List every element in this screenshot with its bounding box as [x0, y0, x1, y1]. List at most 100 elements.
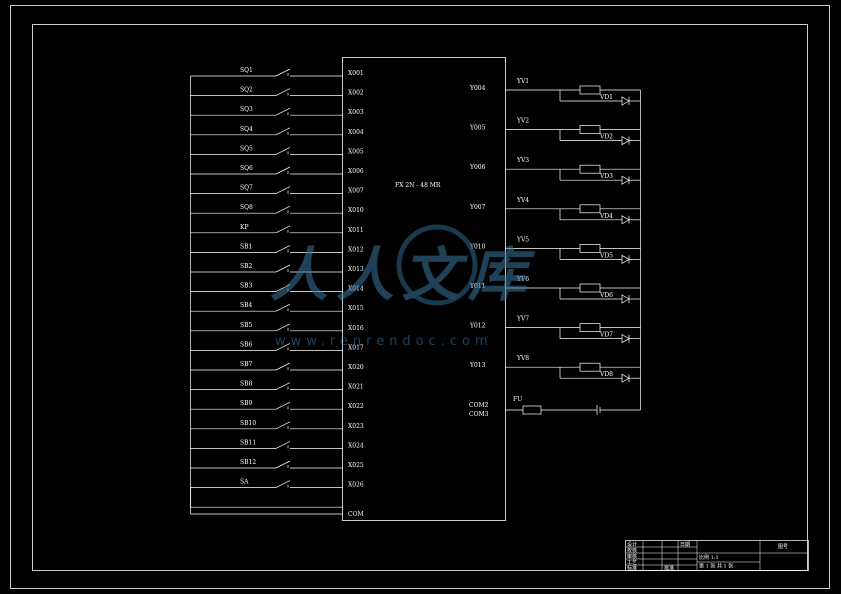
valve-coil: [579, 362, 601, 372]
plc-input-label: X007: [348, 188, 364, 195]
valve-coil: [579, 125, 601, 134]
input-row: SB7 X020: [190, 361, 364, 371]
switch-label: SQ8: [240, 204, 253, 211]
plc-input-label: X021: [348, 384, 364, 391]
diode-label: VD7: [599, 332, 613, 339]
plc-input-label: X025: [348, 462, 364, 469]
switch-blade: [275, 245, 291, 253]
plc-input-label: X020: [348, 364, 364, 371]
switch-blade: [275, 323, 291, 332]
input-row: SQ6 X006: [190, 165, 364, 175]
outer-border: [10, 5, 830, 589]
watermark-ring: [396, 224, 478, 306]
diode-symbol: [621, 96, 630, 106]
plc-input-label: X014: [348, 286, 364, 293]
plc-input-label: X004: [348, 129, 364, 136]
input-row: SQ2 X002: [190, 87, 364, 97]
valve-label: YV5: [516, 236, 529, 243]
switch-label: SB5: [240, 322, 253, 329]
diode-symbol: [621, 175, 630, 185]
plc-output-label: Y005: [469, 125, 486, 132]
diode-label: VD1: [599, 94, 613, 101]
tb-row-5: 标准: [627, 565, 637, 572]
fuse-label: FU: [513, 396, 522, 403]
switch-label: SQ5: [240, 145, 253, 152]
valve-label: YV7: [516, 316, 529, 323]
valve-label: YV3: [516, 157, 529, 164]
switch-label: SQ1: [240, 67, 253, 74]
title-block: 设计 校核 审核 工艺 标准 日期 批准 比例 1:1 第 1 张 共 1 张 …: [625, 540, 809, 572]
plc-input-label: X023: [348, 423, 364, 430]
valve-label: YV2: [516, 118, 529, 125]
plc-input-label: X002: [348, 90, 364, 97]
switch-blade: [275, 147, 291, 155]
switch-label: KP: [240, 224, 249, 231]
switch-label: SB7: [240, 361, 253, 368]
valve-coil: [579, 323, 601, 332]
plc-input-label: X005: [348, 148, 364, 155]
watermark-url: www.renrendoc.com: [275, 334, 493, 349]
switch-label: SQ3: [240, 106, 253, 113]
plc-input-label: X010: [348, 207, 364, 214]
diode-symbol: [621, 294, 630, 304]
plc-input-label: X026: [348, 482, 364, 489]
switch-blade: [275, 362, 291, 371]
valve-label: YV1: [516, 78, 529, 85]
switch-label: SB12: [240, 459, 256, 466]
valve-label: YV8: [516, 355, 529, 362]
tb-drawing-no: 图号: [778, 544, 788, 550]
input-row: SB10 X023: [190, 420, 364, 430]
switch-label: SB4: [240, 302, 253, 309]
plc-output-label: Y012: [469, 323, 486, 330]
plc-box: [342, 57, 506, 521]
valve-coil: [579, 283, 601, 293]
diode-symbol: [621, 215, 630, 225]
plc-block: FX 2N - 48 MR: [342, 57, 506, 521]
switch-blade: [275, 264, 291, 273]
switch-label: SQ6: [240, 165, 253, 172]
switch-label: SQ2: [240, 87, 253, 94]
diode-label: VD5: [599, 252, 613, 259]
switch-blade: [275, 441, 291, 449]
fuse-symbol: [522, 405, 542, 415]
diode-label: VD6: [599, 292, 613, 299]
plc-model-label: FX 2N - 48 MR: [395, 182, 441, 189]
diode-symbol: [621, 135, 630, 146]
switch-label: SB10: [240, 420, 256, 427]
plc-input-label: X022: [348, 403, 364, 410]
tb-row-2: 校核: [627, 547, 637, 554]
input-row: KP X011: [190, 224, 364, 234]
plc-input-label: X006: [348, 168, 364, 175]
input-row: SQ5 X005: [190, 145, 364, 155]
valve-label: YV6: [516, 276, 529, 283]
plc-input-label: X011: [348, 227, 364, 234]
plc-output-label: Y010: [469, 243, 486, 250]
switch-label: SB1: [240, 243, 252, 250]
switch-blade: [275, 480, 291, 488]
plc-output-label: Y011: [469, 283, 485, 290]
watermark-text: 人人文库: [270, 241, 536, 309]
plc-input-label: X013: [348, 266, 364, 273]
plc-input-label: X017: [348, 344, 364, 351]
inner-border: [32, 24, 808, 571]
plc-output-com2: COM2: [469, 402, 489, 409]
switch-blade: [275, 460, 291, 469]
switch-blade: [275, 186, 291, 194]
